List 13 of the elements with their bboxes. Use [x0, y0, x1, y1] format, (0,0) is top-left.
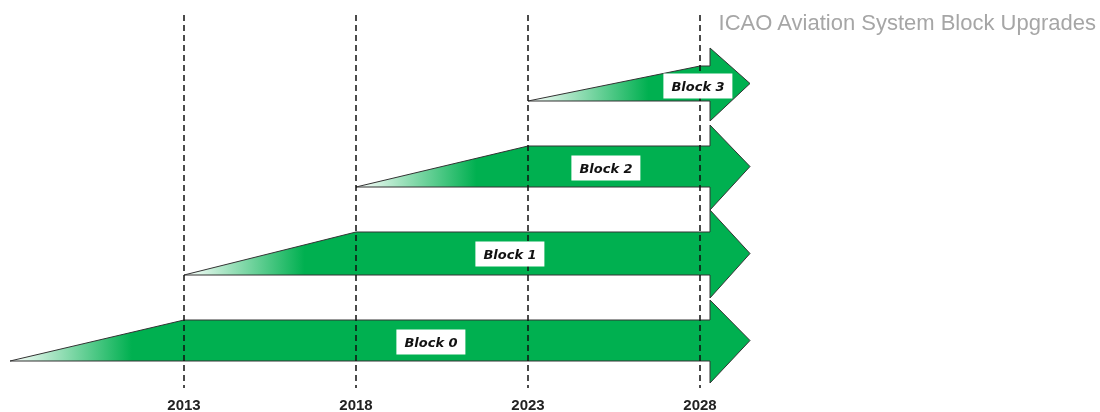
- year-label: 2028: [683, 396, 717, 412]
- block-band: [184, 210, 750, 298]
- block-band: [10, 300, 750, 383]
- block-band: [528, 48, 750, 121]
- year-label: 2023: [511, 396, 545, 412]
- block-label: Block 0: [396, 329, 466, 355]
- title: ICAO Aviation System Block Upgrades: [718, 10, 1096, 36]
- year-label: 2013: [167, 396, 201, 412]
- block-label: Block 3: [663, 73, 733, 99]
- block-label: Block 2: [571, 155, 641, 181]
- year-label: 2018: [339, 396, 373, 412]
- block-band: [356, 125, 750, 210]
- block-label: Block 1: [475, 241, 545, 267]
